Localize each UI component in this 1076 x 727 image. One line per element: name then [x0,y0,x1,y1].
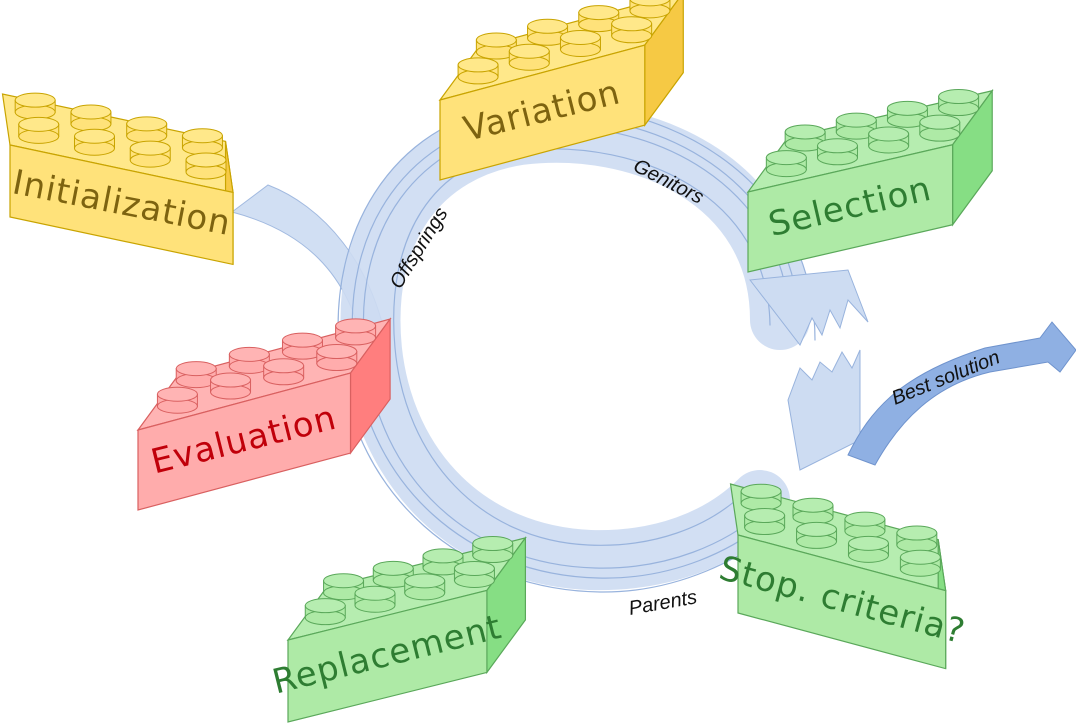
brick-stud [210,372,252,400]
block-front-face [137,372,352,511]
brick-stud [73,128,115,156]
brick-stud [372,560,414,588]
brick-stud [335,318,377,346]
blocks: Initialization Variation SelectionEvaluati… [1,0,994,723]
brick-stud [784,124,826,152]
brick-stud [14,92,56,120]
arrowheads-from-stop [787,349,861,471]
brick-stud [181,128,223,156]
brick-stud [70,104,112,132]
best-solution-arrow [847,321,1076,466]
block-evaluation: Evaluation [136,317,392,511]
brick-stud [899,549,941,577]
brick-stud [18,116,60,144]
brick-stud [919,114,961,142]
brick-stud [475,32,517,60]
brick-stud [156,386,198,414]
brick-stud [304,598,346,626]
brick-stud [816,138,858,166]
brick-stud [844,511,886,539]
label-best-solution: Best solution [889,346,1003,409]
block-stop-criteria: Stop. criteria? [715,483,969,670]
brick-stud [740,483,782,511]
brick-stud [129,140,171,168]
brick-stud [896,525,938,553]
brick-stud [457,57,499,85]
brick-stud [527,18,569,46]
brick-stud [744,508,786,536]
brick-stud [323,573,365,601]
label-parents: Parents [627,586,699,620]
block-selection: Selection [746,88,994,273]
brick-stud [765,150,807,178]
brick-stud [422,548,464,576]
arrowheads-to-selection [749,269,869,346]
block-front-face [439,44,646,181]
brick-stud [611,16,653,44]
brick-stud [508,43,550,71]
brick-stud [453,560,495,588]
brick-stud [185,152,227,180]
brick-stud [868,126,910,154]
block-initialization: Initialization [1,92,234,266]
brick-stud [175,361,217,389]
brick-stud [316,344,358,372]
brick-stud [629,0,671,19]
brick-stud [281,332,323,360]
brick-stud [404,573,446,601]
brick-stud [938,89,980,117]
brick-stud [796,521,838,549]
block-front-face [9,144,234,266]
block-variation: Variation [438,0,684,181]
brick-stud [792,497,834,525]
brick-stud [559,30,601,58]
brick-stud [847,535,889,563]
block-front-face [737,534,947,670]
block-replacement: Replacement [269,536,527,723]
brick-stud [126,116,168,144]
brick-stud [886,100,928,128]
block-front-face [287,589,488,723]
brick-stud [835,112,877,140]
brick-stud [354,585,396,613]
brick-stud [472,536,514,564]
brick-stud [263,358,305,386]
block-front-face [747,144,954,273]
